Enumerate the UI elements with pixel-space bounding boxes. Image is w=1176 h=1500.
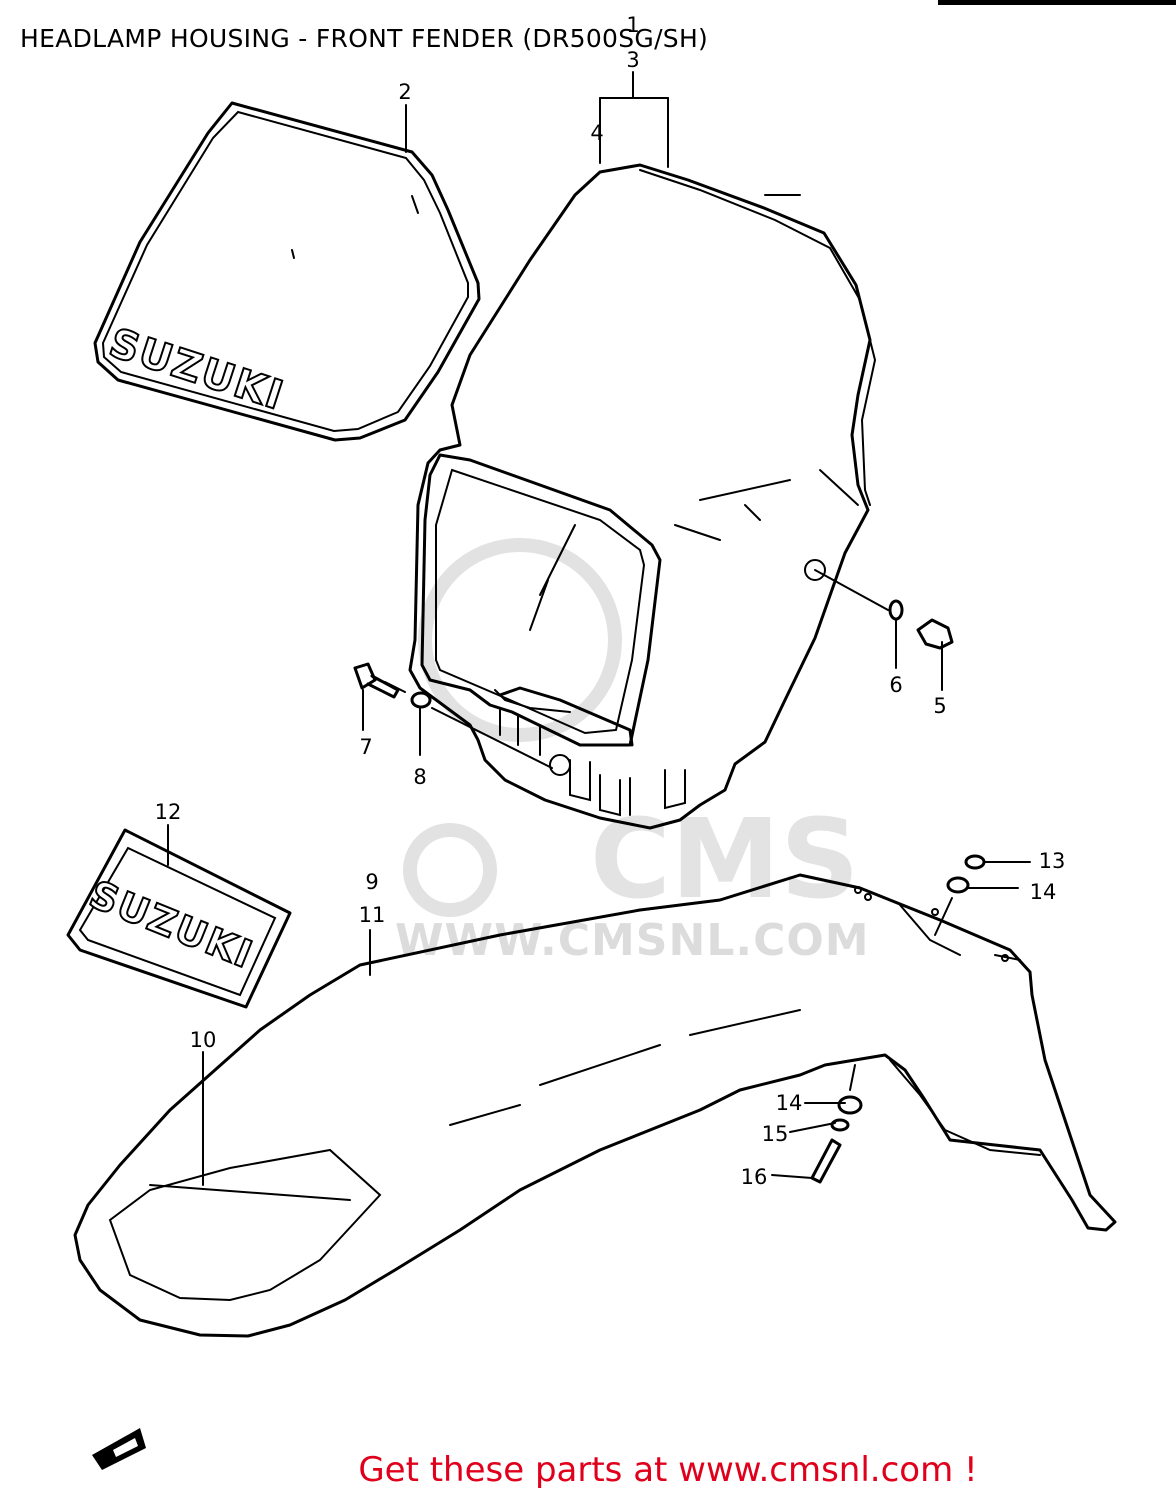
diagram-title: HEADLAMP HOUSING - FRONT FENDER (DR500SG… (20, 24, 709, 53)
part-headlamp-housing (408, 163, 877, 830)
callout-7: 7 (359, 735, 373, 759)
watermark-emblem (403, 538, 622, 917)
callout-2: 2 (398, 80, 412, 104)
part-screws-and-washers (353, 599, 954, 709)
callout-8: 8 (413, 765, 427, 789)
callout-11: 11 (358, 903, 386, 927)
callout-4: 4 (590, 121, 604, 145)
callout-3: 3 (626, 48, 640, 72)
part-fender-bolts (810, 854, 986, 1184)
callout-15: 15 (761, 1122, 789, 1146)
callout-12: 12 (154, 800, 182, 824)
footer-parts-link[interactable]: Get these parts at www.cmsnl.com ! (358, 1450, 978, 1490)
callout-10: 10 (189, 1028, 217, 1052)
top-edge-bar (938, 0, 1176, 5)
part-fender-decal (66, 824, 292, 1009)
watermark-logo: CMS (590, 795, 860, 923)
callout-5: 5 (933, 694, 947, 718)
callout-16: 16 (740, 1165, 768, 1189)
part-number-plate (93, 101, 481, 442)
callout-13: 13 (1038, 849, 1066, 873)
footer-banner: Get these parts at www.cmsnl.com ! (0, 1450, 1176, 1490)
callout-14-upper: 14 (1029, 880, 1057, 904)
callout-6: 6 (889, 673, 903, 697)
callout-1: 1 (626, 13, 640, 37)
callout-14-lower: 14 (775, 1091, 803, 1115)
front-direction-arrow-icon (92, 1428, 146, 1470)
callout-9: 9 (365, 870, 379, 894)
